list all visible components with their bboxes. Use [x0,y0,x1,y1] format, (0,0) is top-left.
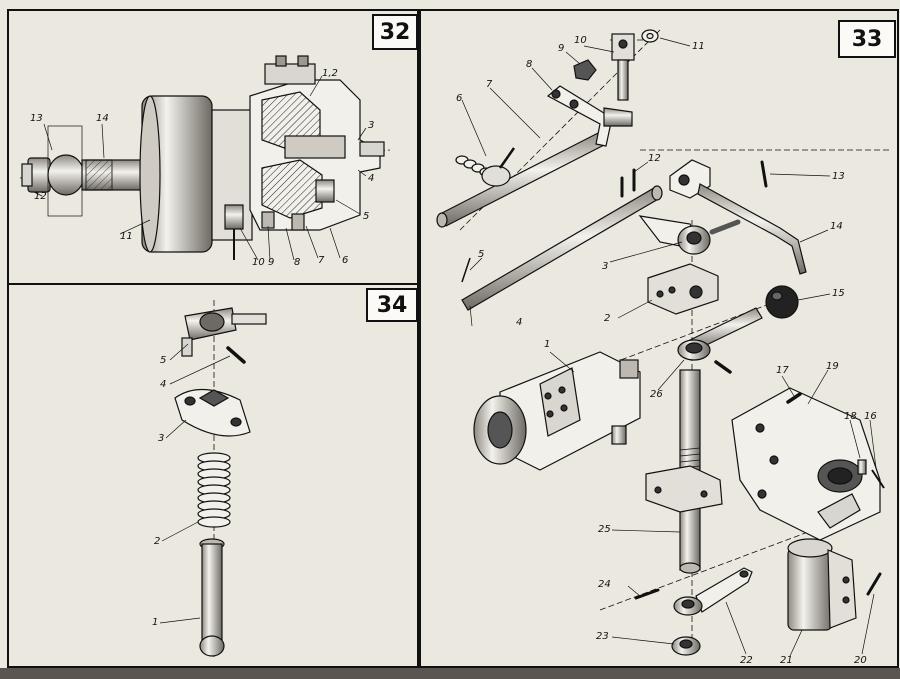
callout-33-2: 2 [604,313,611,324]
callout-33-17: 17 [776,365,789,376]
callout-34-3: 3 [158,433,165,444]
panel-33-drawing [436,29,890,657]
callout-33-3: 3 [602,261,609,272]
callout-33-9: 9 [558,43,565,54]
callout-33-18: 18 [844,411,857,422]
callout-33-26: 26 [650,389,663,400]
callout-32-5: 5 [363,211,370,222]
callout-33-7: 7 [486,79,493,90]
callout-34-5: 5 [160,355,167,366]
callout-33-14: 14 [830,221,843,232]
callout-33-4: 4 [516,317,523,328]
callout-33-25: 25 [598,524,611,535]
callout-32-6: 6 [342,255,349,266]
callout-32-14: 14 [96,113,109,124]
callout-32-12: 12 [34,191,47,202]
callout-33-16: 16 [864,411,877,422]
callout-33-21: 21 [780,655,793,666]
page-footer-edge [0,668,900,679]
panel-32-drawing [19,55,391,261]
callout-32-10: 10 [252,257,265,268]
callout-34-4: 4 [160,379,167,390]
callout-32-13: 13 [30,113,43,124]
callout-33-20: 20 [854,655,867,666]
callout-33-5: 5 [478,249,485,260]
callout-33-8: 8 [526,59,533,70]
panel-frames [7,9,899,668]
callout-33-15: 15 [832,288,845,299]
callout-32-9: 9 [268,257,275,268]
callout-33-11: 11 [692,41,705,52]
callout-32-11: 11 [120,231,133,242]
figure-number-33: 33 [838,20,896,58]
figure-number-34: 34 [366,288,418,322]
callout-32-7: 7 [318,255,325,266]
figure-number-32: 32 [372,14,418,50]
callout-33-13: 13 [832,171,845,182]
callout-32-3: 3 [368,120,375,131]
callout-33-1: 1 [544,339,551,350]
callout-32-1-2: 1,2 [322,68,338,79]
callout-34-2: 2 [154,536,161,547]
callout-32-8: 8 [294,257,301,268]
panel-34-drawing [159,300,267,660]
callout-34-1: 1 [152,617,159,628]
callout-33-23: 23 [596,631,609,642]
callout-33-22: 22 [740,655,753,666]
callout-32-4: 4 [368,173,375,184]
callout-33-10: 10 [574,35,587,46]
callout-33-6: 6 [456,93,463,104]
callout-33-19: 19 [826,361,839,372]
callout-33-24: 24 [598,579,611,590]
callout-33-12: 12 [648,153,661,164]
